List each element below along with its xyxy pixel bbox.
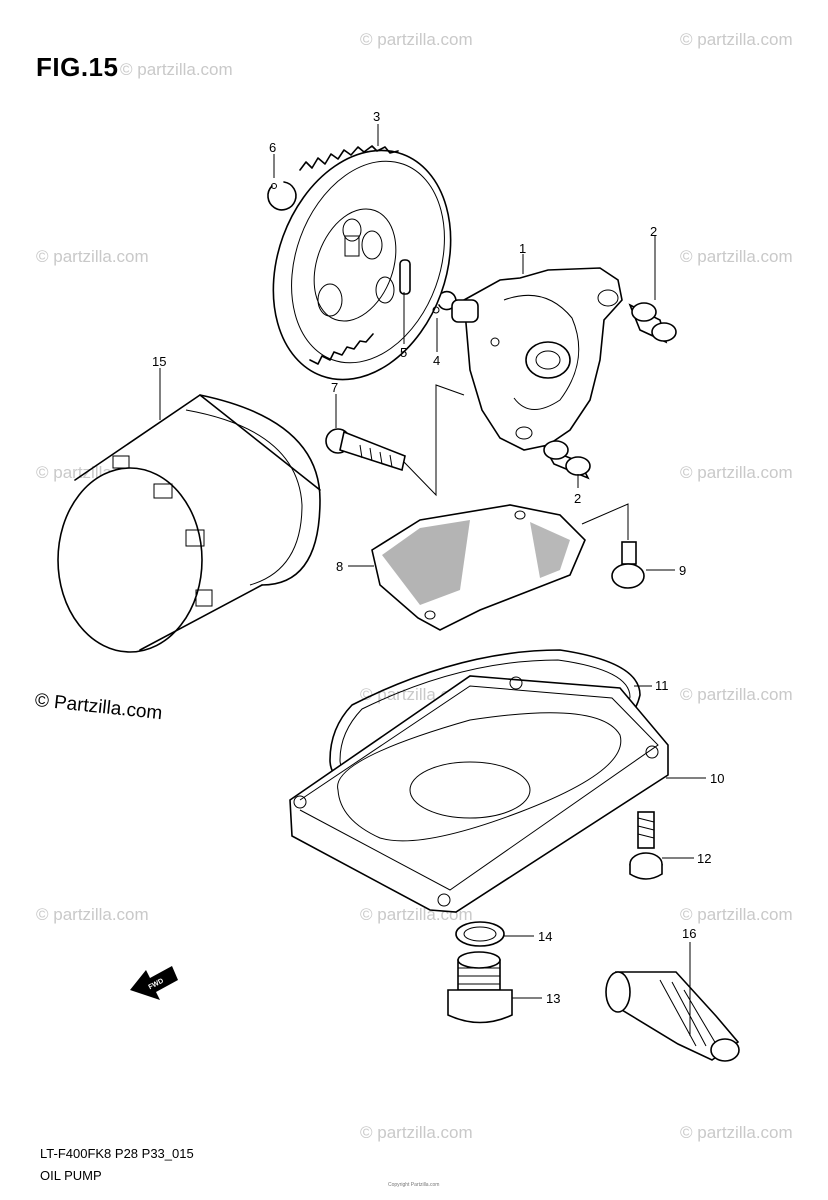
figure-label: FIG.15 [36, 52, 119, 82]
watermark: © partzilla.com [680, 1123, 793, 1142]
callout-14: 14 [538, 929, 552, 944]
callout-12: 12 [697, 851, 711, 866]
watermark: © partzilla.com [36, 247, 149, 266]
callout-2-lower: 2 [574, 491, 581, 506]
watermark: © partzilla.com [680, 463, 793, 482]
part-15-oil-filter[interactable] [57, 394, 321, 653]
callout-11: 11 [655, 678, 669, 693]
part-13-drain-plug[interactable] [447, 951, 513, 1024]
part-8-oil-strainer[interactable] [371, 504, 586, 631]
callout-10: 10 [710, 771, 724, 786]
watermark: © partzilla.com [680, 247, 793, 266]
callout-7: 7 [331, 380, 338, 395]
callout-9: 9 [679, 563, 686, 578]
fine-print: Copyright Partzilla.com [388, 1182, 440, 1188]
callout-16: 16 [682, 926, 696, 941]
callout-3: 3 [373, 109, 380, 124]
callout-1: 1 [519, 241, 526, 256]
watermark-layer: © partzilla.com © partzilla.com © partzi… [36, 30, 793, 1142]
figure-name: OIL PUMP [40, 1168, 102, 1183]
part-2-dowel-lower[interactable] [543, 440, 591, 480]
part-12-bolt[interactable] [629, 811, 663, 880]
leader-lines [159, 124, 706, 1036]
leader-7-1 [403, 384, 465, 497]
part-6-circlip[interactable] [267, 181, 297, 211]
figure-code: LT-F400FK8 P28 P33_015 [40, 1146, 194, 1161]
watermark: © partzilla.com [120, 60, 233, 79]
callout-2-upper: 2 [650, 224, 657, 239]
forward-direction-icon: FWD [130, 966, 178, 1000]
callout-6: 6 [269, 140, 276, 155]
part-7-bolt[interactable] [325, 428, 406, 472]
watermark: © partzilla.com [680, 30, 793, 49]
watermark: © partzilla.com [36, 905, 149, 924]
callout-15: 15 [152, 354, 166, 369]
part-3-driven-gear[interactable] [243, 125, 482, 404]
part-9-bolt[interactable] [611, 541, 645, 589]
part-16-pressure-switch[interactable] [605, 971, 740, 1062]
watermark: © partzilla.com [680, 905, 793, 924]
callout-13: 13 [546, 991, 560, 1006]
callout-labels: 3 6 1 2 5 4 15 7 2 8 9 11 10 12 14 16 13 [152, 109, 724, 1006]
part-14-gasket[interactable] [455, 921, 505, 947]
callout-5: 5 [400, 345, 407, 360]
part-1-oil-pump[interactable] [451, 267, 623, 451]
part-5-pin[interactable] [399, 259, 411, 295]
part-10-oil-pan[interactable] [289, 675, 669, 913]
callout-8: 8 [336, 559, 343, 574]
watermark: © partzilla.com [680, 685, 793, 704]
callout-4: 4 [433, 353, 440, 368]
part-2-dowel-upper[interactable] [628, 302, 677, 344]
watermark: © partzilla.com [360, 1123, 473, 1142]
watermark: © partzilla.com [360, 30, 473, 49]
leader-9 [581, 503, 629, 540]
